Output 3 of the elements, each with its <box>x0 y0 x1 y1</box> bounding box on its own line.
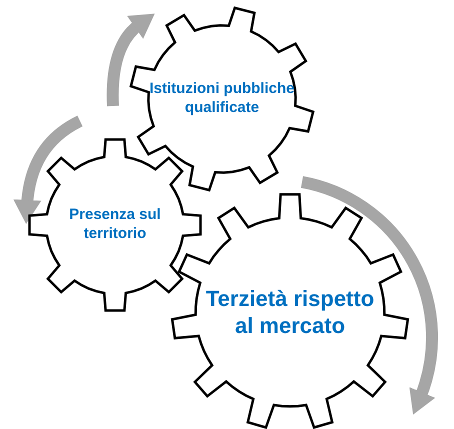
gear-label: Istituzioni pubbliche qualificate <box>148 80 296 118</box>
gear-label: Presenza sul territorio <box>68 206 162 244</box>
gear-label: Terzietà rispetto al mercato <box>204 284 376 340</box>
